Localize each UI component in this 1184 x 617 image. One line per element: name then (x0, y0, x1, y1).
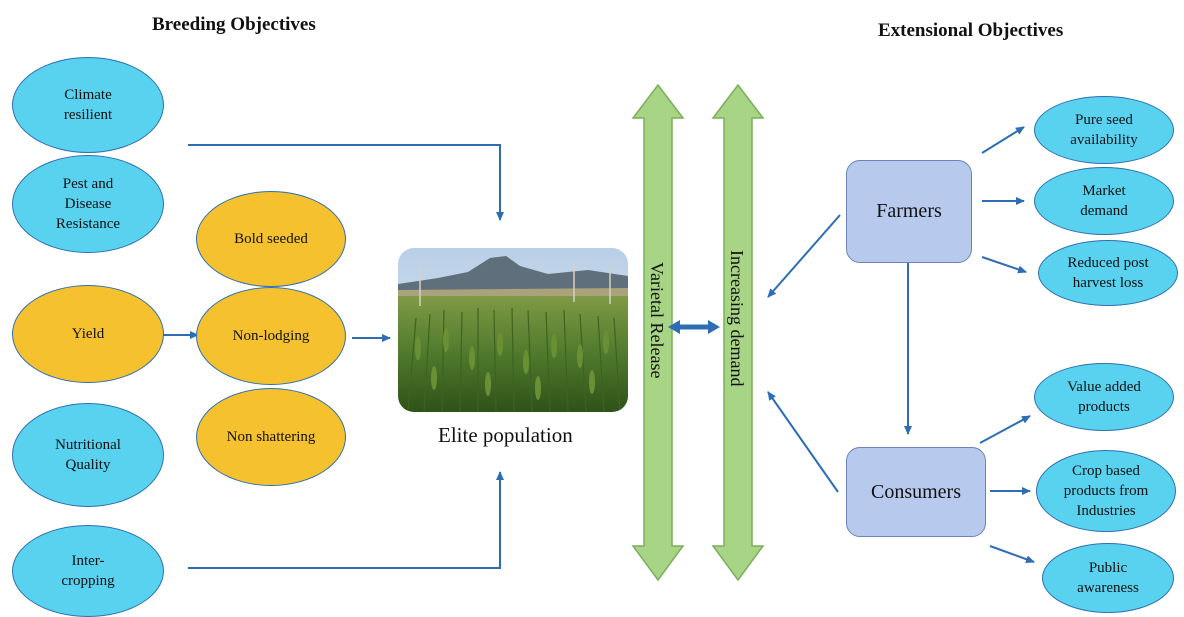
breeding-objectives-heading: Breeding Objectives (152, 14, 316, 35)
market-demand-node: Market demand (1034, 167, 1174, 235)
varietal-release-arrow (631, 83, 685, 582)
reduced-post-harvest-loss-node: Reduced post harvest loss (1038, 240, 1178, 306)
yield-node: Yield (12, 285, 164, 383)
pest-disease-resistance-node: Pest and Disease Resistance (12, 155, 164, 253)
intercropping-node: Inter- cropping (12, 525, 164, 617)
consumers-to-value-arrow (979, 415, 1031, 444)
elite-population-field-photo (398, 248, 628, 412)
intercropping-to-elite-arrow (188, 471, 504, 569)
consumers-to-release-arrow (767, 391, 839, 493)
increasing-demand-arrow (711, 83, 765, 582)
consumers-box: Consumers (846, 447, 986, 537)
climate-resilient-node: Climate resilient (12, 57, 164, 153)
farmers-to-release-arrow (767, 214, 841, 298)
increasing-demand-label: Increasing demand (727, 250, 747, 387)
farmers-box: Farmers (846, 160, 972, 263)
elite-population-caption: Elite population (438, 423, 573, 447)
millet-field-image (398, 248, 628, 412)
value-added-products-node: Value added products (1034, 363, 1174, 431)
bold-seeded-node: Bold seeded (196, 191, 346, 287)
climate-to-elite-arrow (188, 144, 504, 221)
nutritional-quality-node: Nutritional Quality (12, 403, 164, 507)
farmers-to-loss-arrow (981, 256, 1027, 274)
farmers-to-seed-arrow (981, 126, 1025, 154)
public-awareness-node: Public awareness (1042, 543, 1174, 613)
exchange-double-arrow (668, 320, 720, 334)
extensional-objectives-heading: Extensional Objectives (878, 20, 1064, 41)
non-shattering-node: Non shattering (196, 388, 346, 486)
non-lodging-node: Non-lodging (196, 287, 346, 385)
pure-seed-availability-node: Pure seed availability (1034, 96, 1174, 164)
varietal-release-label: Varietal Release (647, 262, 667, 379)
consumers-to-awareness-arrow (989, 545, 1035, 564)
crop-based-industry-products-node: Crop based products from Industries (1036, 450, 1176, 532)
